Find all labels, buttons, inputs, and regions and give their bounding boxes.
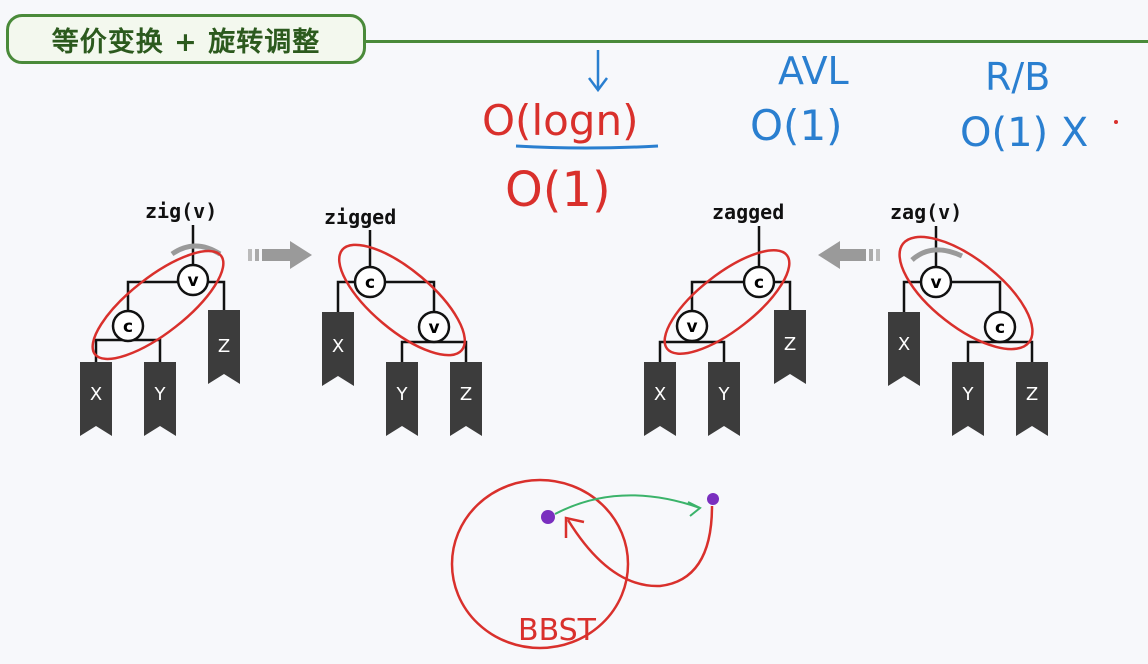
subtree-z-label: Z: [460, 384, 472, 405]
blue-down-arrow-icon: [588, 50, 608, 93]
node-v: [675, 309, 709, 343]
zagged-tree: zagged Z X Y c v: [644, 200, 806, 436]
subtree-x-label: X: [90, 384, 102, 405]
avl-title: AVL: [778, 49, 849, 93]
subtree-y-label: Y: [396, 384, 409, 405]
arrow-right-icon: [248, 241, 312, 269]
green-arrowhead: [687, 501, 702, 517]
slide-title-text: 等价变换 + 旋转调整: [51, 26, 321, 58]
zag-tree: zag(v) X Y Z v c: [888, 200, 1048, 436]
node-v: [417, 310, 451, 344]
purple-dot-left: [541, 510, 555, 524]
node-v-label: v: [930, 273, 941, 293]
red-circle-mark: [337, 243, 467, 357]
node-c: [983, 310, 1017, 344]
bbst-sketch: BBST: [450, 478, 719, 650]
node-c: [742, 265, 776, 299]
zagged-label: zagged: [712, 200, 784, 224]
bbst-circle: [450, 478, 630, 650]
cost-red-top: O(logn): [482, 96, 638, 145]
red-arrowhead: [564, 516, 585, 538]
purple-dot-right: [707, 493, 719, 505]
red-circle-mark: [663, 249, 791, 355]
red-circle-mark: [91, 249, 225, 361]
node-c: [111, 309, 145, 343]
rb-title: R/B: [985, 55, 1050, 99]
red-circle-mark: [898, 235, 1034, 351]
node-c: [353, 265, 387, 299]
subtree-y-label: Y: [154, 384, 167, 405]
subtree-z-label: Z: [218, 336, 230, 357]
subtree-y-label: Y: [718, 384, 731, 405]
title-rule: [360, 40, 1148, 43]
subtree-x-label: X: [898, 334, 910, 355]
cost-red-bottom: O(1): [505, 162, 611, 218]
subtree-x-label: X: [332, 336, 344, 357]
rotation-arc-icon: [910, 247, 964, 262]
node-v-label: v: [428, 318, 439, 338]
blue-underline: [515, 144, 659, 150]
red-return-arrow-icon: [566, 505, 714, 588]
node-v-label: v: [187, 271, 198, 291]
zag-label: zag(v): [890, 200, 962, 224]
subtree-x-label: X: [654, 384, 666, 405]
subtree-z-label: Z: [1026, 384, 1038, 405]
node-v: [176, 263, 210, 297]
zig-label: zig(v): [145, 199, 217, 223]
zigged-label: zigged: [324, 205, 396, 229]
node-c-label: c: [365, 273, 375, 293]
node-c-label: c: [995, 318, 1005, 338]
subtree-y-label: Y: [962, 384, 975, 405]
zigged-tree: zigged X Y Z c v: [322, 205, 482, 436]
node-c-label: c: [754, 273, 764, 293]
node-c-label: c: [123, 317, 133, 337]
node-v-label: v: [686, 317, 697, 337]
avl-cost: O(1): [750, 101, 843, 150]
rb-cost: O(1) X: [960, 110, 1088, 156]
zig-tree: zig(v) Z X Y v c: [80, 199, 240, 436]
subtree-z-label: Z: [784, 334, 796, 355]
node-v: [919, 265, 953, 299]
handwritten-notes: O(logn) O(1) AVL O(1) R/B O(1) X: [482, 49, 1118, 218]
slide-title: 等价变换 + 旋转调整: [6, 14, 366, 64]
green-arrow-icon: [554, 494, 701, 515]
bbst-label: BBST: [518, 613, 597, 648]
red-dot-mark: [1114, 120, 1118, 124]
arrow-left-icon: [818, 241, 880, 269]
